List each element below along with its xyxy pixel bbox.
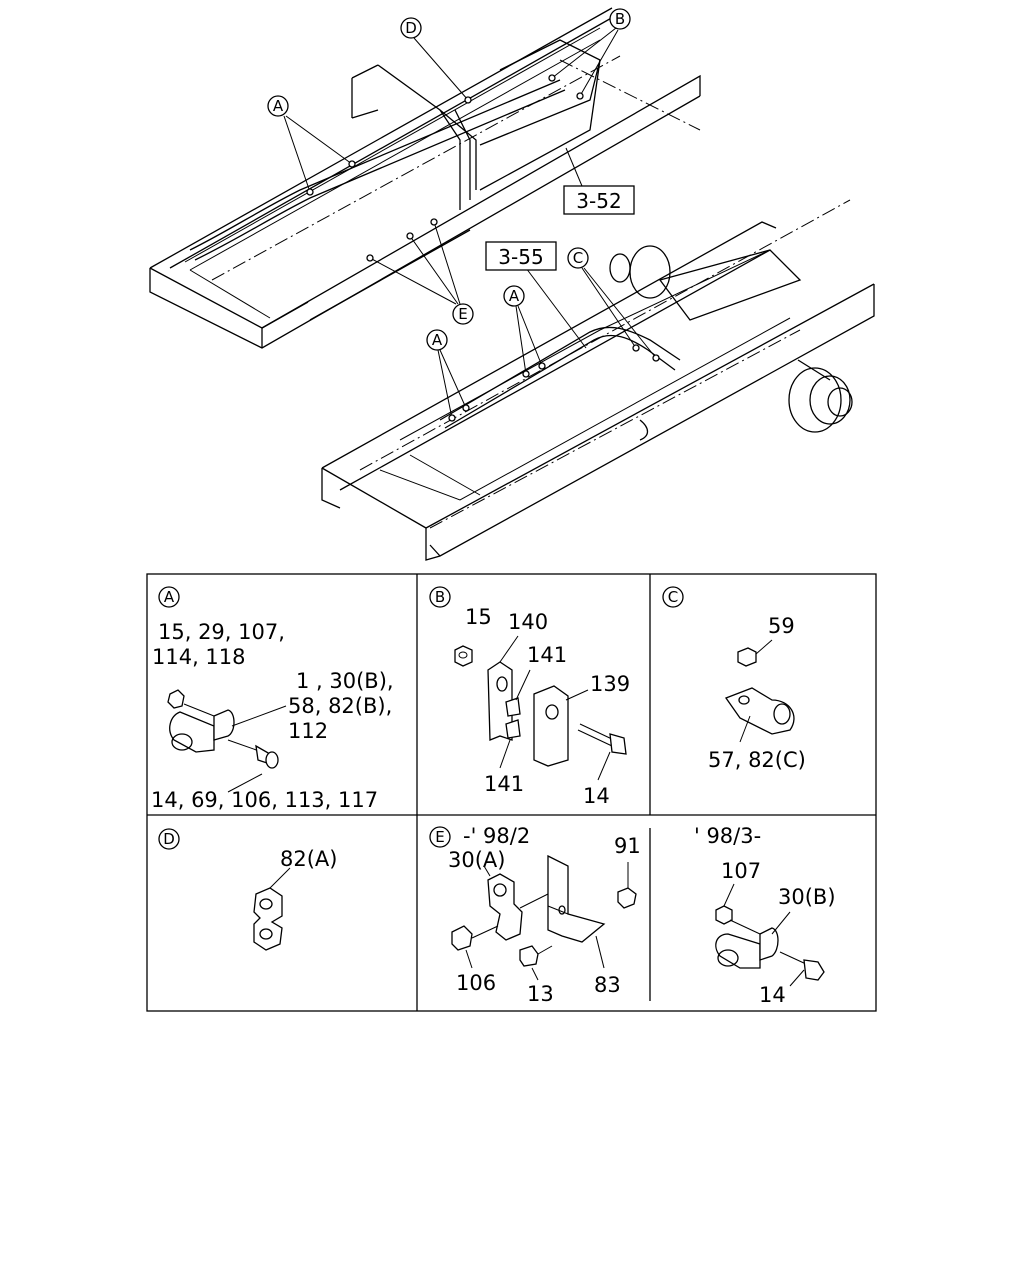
svg-text:A: A bbox=[273, 97, 284, 115]
panel-c: C 59 57, 82(C) bbox=[662, 586, 806, 772]
svg-text:B: B bbox=[435, 588, 445, 606]
detail-grid bbox=[146, 573, 877, 1012]
marker-e: E bbox=[452, 303, 474, 325]
svg-text:30(A): 30(A) bbox=[448, 848, 505, 872]
panel-e: E -' 98/2 30(A) 91 106 13 83 bbox=[429, 824, 641, 1006]
marker-d: D bbox=[400, 17, 422, 39]
svg-text:E: E bbox=[458, 305, 467, 323]
marker-a-lower: A bbox=[426, 329, 448, 351]
svg-text:82(A): 82(A) bbox=[280, 847, 337, 871]
svg-text:15, 29, 107,: 15, 29, 107, bbox=[158, 620, 285, 644]
svg-text:A: A bbox=[509, 287, 520, 305]
panel-e-later: ' 98/3- 107 30(B) 14 bbox=[694, 824, 836, 1007]
svg-text:106: 106 bbox=[456, 971, 496, 995]
svg-text:1 , 30(B),: 1 , 30(B), bbox=[296, 669, 394, 693]
svg-text:B: B bbox=[615, 10, 625, 28]
svg-text:D: D bbox=[405, 19, 417, 37]
marker-c: C bbox=[567, 247, 589, 269]
ref-box-3-52[interactable]: 3-52 bbox=[563, 185, 635, 215]
panel-a: A 15, 29, 107, 114, 118 1 , 30(B), 58, 8… bbox=[151, 586, 394, 812]
svg-text:C: C bbox=[668, 588, 678, 606]
svg-text:57, 82(C): 57, 82(C) bbox=[708, 748, 806, 772]
svg-text:114, 118: 114, 118 bbox=[152, 645, 246, 669]
svg-text:3-55: 3-55 bbox=[498, 245, 543, 269]
marker-a-mid: A bbox=[503, 285, 525, 307]
svg-text:3-52: 3-52 bbox=[576, 189, 621, 213]
svg-text:A: A bbox=[164, 588, 175, 606]
upper-frame-rail bbox=[149, 7, 701, 349]
svg-text:30(B): 30(B) bbox=[778, 885, 836, 909]
svg-text:D: D bbox=[163, 830, 175, 848]
svg-text:14: 14 bbox=[759, 983, 786, 1007]
marker-b: B bbox=[609, 8, 631, 30]
svg-text:83: 83 bbox=[594, 973, 621, 997]
svg-text:58, 82(B),: 58, 82(B), bbox=[288, 694, 392, 718]
overview-clips bbox=[306, 74, 660, 422]
svg-text:C: C bbox=[573, 249, 583, 267]
svg-text:112: 112 bbox=[288, 719, 328, 743]
svg-text:107: 107 bbox=[721, 859, 761, 883]
panel-b: B 15 140 141 139 141 14 bbox=[429, 586, 630, 808]
svg-text:14, 69, 106, 113, 117: 14, 69, 106, 113, 117 bbox=[151, 788, 378, 812]
svg-text:' 98/3-: ' 98/3- bbox=[694, 824, 761, 848]
lower-frame-rail bbox=[321, 199, 875, 561]
svg-text:141: 141 bbox=[484, 772, 524, 796]
svg-text:141: 141 bbox=[527, 643, 567, 667]
svg-text:A: A bbox=[432, 331, 443, 349]
svg-text:13: 13 bbox=[527, 982, 554, 1006]
svg-text:-' 98/2: -' 98/2 bbox=[463, 824, 530, 848]
svg-text:140: 140 bbox=[508, 610, 548, 634]
overview-leaders bbox=[283, 27, 657, 419]
ref-box-3-55[interactable]: 3-55 bbox=[485, 241, 557, 271]
panel-d: D 82(A) bbox=[158, 828, 337, 951]
svg-text:139: 139 bbox=[590, 672, 630, 696]
svg-text:15: 15 bbox=[465, 605, 492, 629]
marker-a-upper: A bbox=[267, 95, 289, 117]
svg-text:91: 91 bbox=[614, 834, 641, 858]
svg-text:14: 14 bbox=[583, 784, 610, 808]
svg-text:E: E bbox=[435, 828, 444, 846]
svg-text:59: 59 bbox=[768, 614, 795, 638]
